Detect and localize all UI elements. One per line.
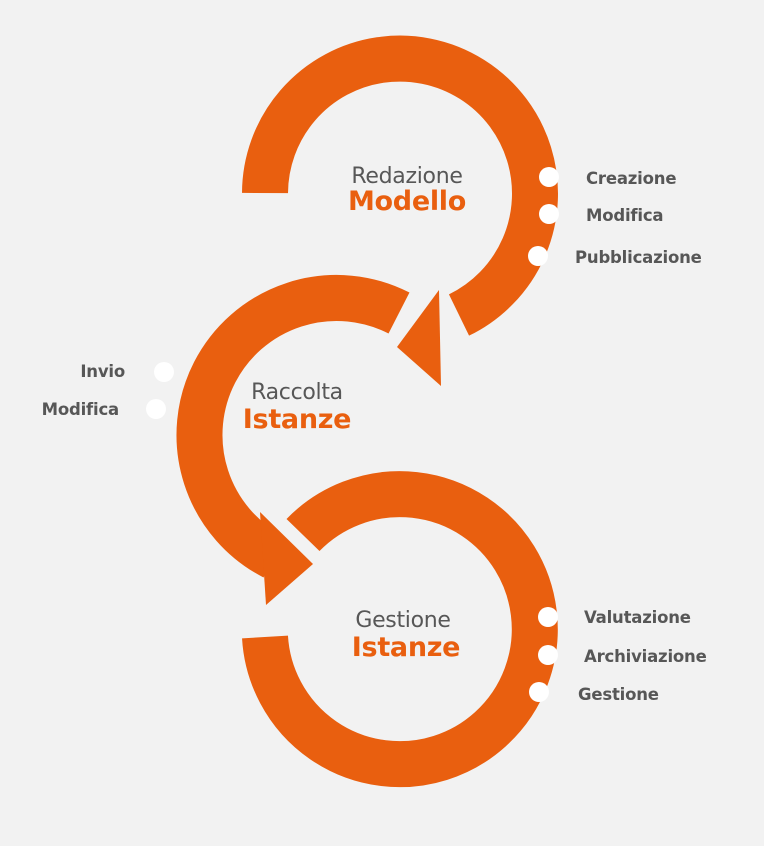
step-marker-creazione xyxy=(539,167,559,187)
stage-title-gestione: Gestione xyxy=(355,608,450,633)
step-marker-valutazione xyxy=(538,607,558,627)
step-label-modifica-istanze: Modifica xyxy=(42,400,119,419)
stage-loop-gestione xyxy=(242,471,558,788)
stage-loop-redazione xyxy=(242,35,558,386)
step-label-pubblicazione: Pubblicazione xyxy=(575,248,702,267)
stage-loop-raccolta xyxy=(176,274,410,605)
step-marker-archiviazione xyxy=(538,645,558,665)
stage-title-redazione: Redazione xyxy=(351,164,462,189)
step-label-invio: Invio xyxy=(80,362,125,381)
step-marker-modifica-istanze xyxy=(146,399,166,419)
loop-arc-redazione xyxy=(242,35,558,336)
step-label-valutazione: Valutazione xyxy=(584,608,691,627)
step-label-gestione: Gestione xyxy=(578,685,659,704)
step-marker-pubblicazione xyxy=(528,246,548,266)
arrow-head-raccolta xyxy=(260,512,313,605)
step-marker-gestione xyxy=(529,682,549,702)
stage-subtitle-istanze-raccolta: Istanze xyxy=(243,404,351,435)
stage-subtitle-modello: Modello xyxy=(348,186,466,217)
loop-arc-raccolta xyxy=(176,274,410,578)
step-marker-modifica-modello xyxy=(539,204,559,224)
step-label-archiviazione: Archiviazione xyxy=(584,647,707,666)
step-label-creazione: Creazione xyxy=(586,169,676,188)
arrow-head-redazione xyxy=(397,290,441,386)
loop-arc-gestione xyxy=(242,471,558,788)
step-label-modifica-modello: Modifica xyxy=(586,206,663,225)
stage-title-raccolta: Raccolta xyxy=(251,380,343,405)
stage-subtitle-istanze-gestione: Istanze xyxy=(352,632,460,663)
step-marker-invio xyxy=(154,362,174,382)
